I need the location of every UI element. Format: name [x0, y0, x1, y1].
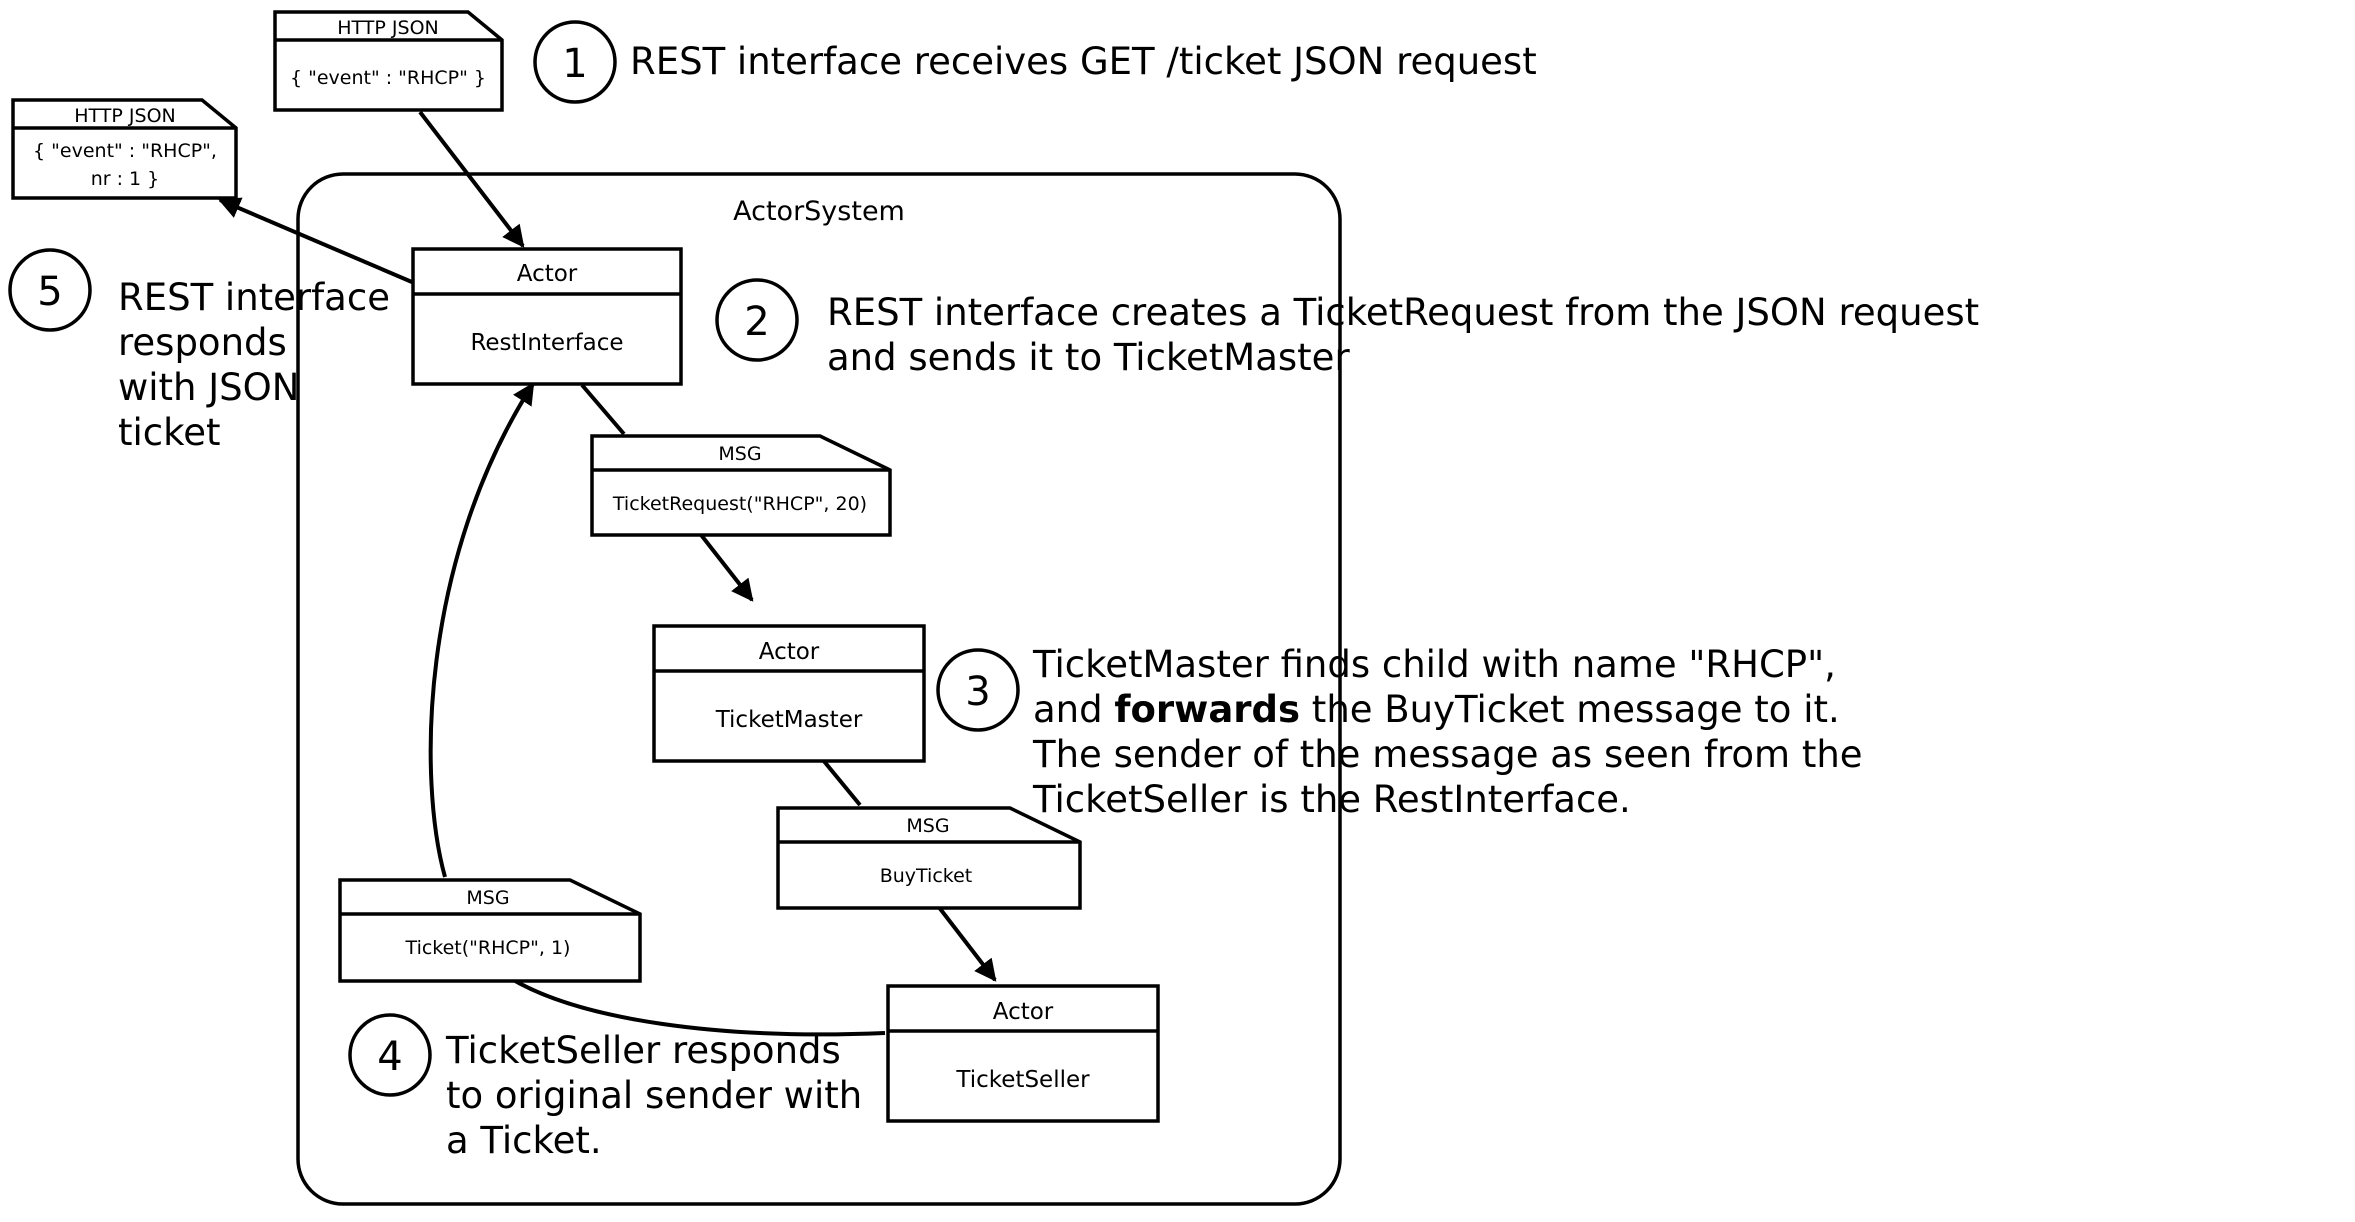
step-1: 1 REST interface receives GET /ticket JS… [533, 20, 1537, 104]
step-3-line2-start: and [1033, 688, 1114, 731]
step-1-text-line1: REST interface receives GET /ticket JSON… [630, 40, 1537, 83]
http-response-body-line1: { "event" : "RHCP", [33, 140, 217, 162]
actor-seller-name: TicketSeller [955, 1067, 1090, 1093]
connector-rest-to-ticket-request [580, 383, 626, 436]
msg-ticket-header: MSG [466, 887, 509, 909]
step-1-number: 1 [562, 41, 587, 87]
actor-rest-interface: Actor RestInterface [411, 247, 683, 386]
msg-buy-ticket-body: BuyTicket [880, 865, 973, 887]
step-4-text-line3: a Ticket. [446, 1119, 602, 1162]
step-5-number: 5 [37, 269, 62, 315]
arrow-ticket-message-to-rest [428, 382, 535, 878]
step-2-text-line1: REST interface creates a TicketRequest f… [827, 291, 1979, 334]
msg-buy-ticket-header: MSG [906, 815, 949, 837]
http-response-body-line2: nr : 1 } [91, 168, 160, 190]
step-5-text-line2: responds [118, 321, 287, 364]
actor-system-label: ActorSystem [733, 196, 905, 227]
step-3-badge [936, 648, 1020, 732]
step-3-text-line2: and forwards the BuyTicket message to it… [1033, 688, 1840, 731]
msg-ticket-request-header: MSG [718, 443, 761, 465]
step-3-text-line4: TicketSeller is the RestInterface. [1032, 778, 1631, 821]
step-4-badge [348, 1013, 432, 1097]
step-3-number: 3 [965, 669, 990, 715]
actor-ticket-master: Actor TicketMaster [652, 624, 926, 763]
actor-master-name: TicketMaster [715, 707, 863, 733]
actor-seller-stereotype: Actor [993, 999, 1054, 1025]
http-request-body: { "event" : "RHCP" } [290, 67, 486, 89]
arrow-ticket-request-to-master [696, 529, 754, 602]
step-5-badge [8, 248, 92, 332]
step-1-badge [533, 20, 617, 104]
arrow-buy-ticket-to-seller [936, 904, 997, 982]
arrow-rest-to-http-response [217, 197, 441, 296]
msg-buy-ticket: MSG BuyTicket [776, 806, 1082, 910]
step-4-number: 4 [377, 1034, 402, 1080]
step-2-badge [715, 278, 799, 362]
msg-ticket: MSG Ticket("RHCP", 1) [338, 878, 642, 983]
msg-ticket-body: Ticket("RHCP", 1) [405, 937, 571, 959]
msg-ticket-request-body: TicketRequest("RHCP", 20) [612, 493, 867, 515]
http-request-note: HTTP JSON { "event" : "RHCP" } [273, 10, 504, 112]
step-2-text-line2: and sends it to TicketMaster [827, 336, 1350, 379]
arrow-http-request-to-rest [418, 110, 525, 248]
http-request-header: HTTP JSON [337, 17, 439, 39]
msg-ticket-request: MSG TicketRequest("RHCP", 20) [590, 434, 892, 537]
step-3-line2-bold: forwards [1114, 688, 1300, 731]
step-4-text-line2: to original sender with [446, 1074, 862, 1117]
actor-ticket-seller: Actor TicketSeller [886, 984, 1160, 1123]
step-2-number: 2 [744, 299, 769, 345]
http-response-header: HTTP JSON [74, 105, 176, 127]
actor-rest-name: RestInterface [470, 330, 623, 356]
http-response-note: HTTP JSON { "event" : "RHCP", nr : 1 } [11, 98, 238, 200]
step-5: 5 REST interface responds with JSON tick… [8, 248, 390, 454]
step-2: 2 REST interface creates a TicketRequest… [715, 278, 1979, 379]
curve-seller-to-ticket-message [508, 976, 886, 1037]
step-4-text-line1: TicketSeller responds [445, 1029, 841, 1072]
connector-master-to-buy-ticket [821, 758, 862, 807]
step-3-line2-end: the BuyTicket message to it. [1300, 688, 1840, 731]
step-5-text-line1: REST interface [118, 276, 390, 319]
step-5-text-line3: with JSON [118, 366, 299, 409]
actor-rest-stereotype: Actor [517, 261, 578, 287]
step-3-text-line1: TicketMaster finds child with name "RHCP… [1032, 643, 1836, 686]
step-3: 3 TicketMaster finds child with name "RH… [936, 643, 1863, 821]
step-5-text-line4: ticket [118, 411, 221, 454]
step-4: 4 TicketSeller responds to original send… [348, 1013, 862, 1162]
step-3-text-line3: The sender of the message as seen from t… [1032, 733, 1863, 776]
actor-master-stereotype: Actor [759, 639, 820, 665]
